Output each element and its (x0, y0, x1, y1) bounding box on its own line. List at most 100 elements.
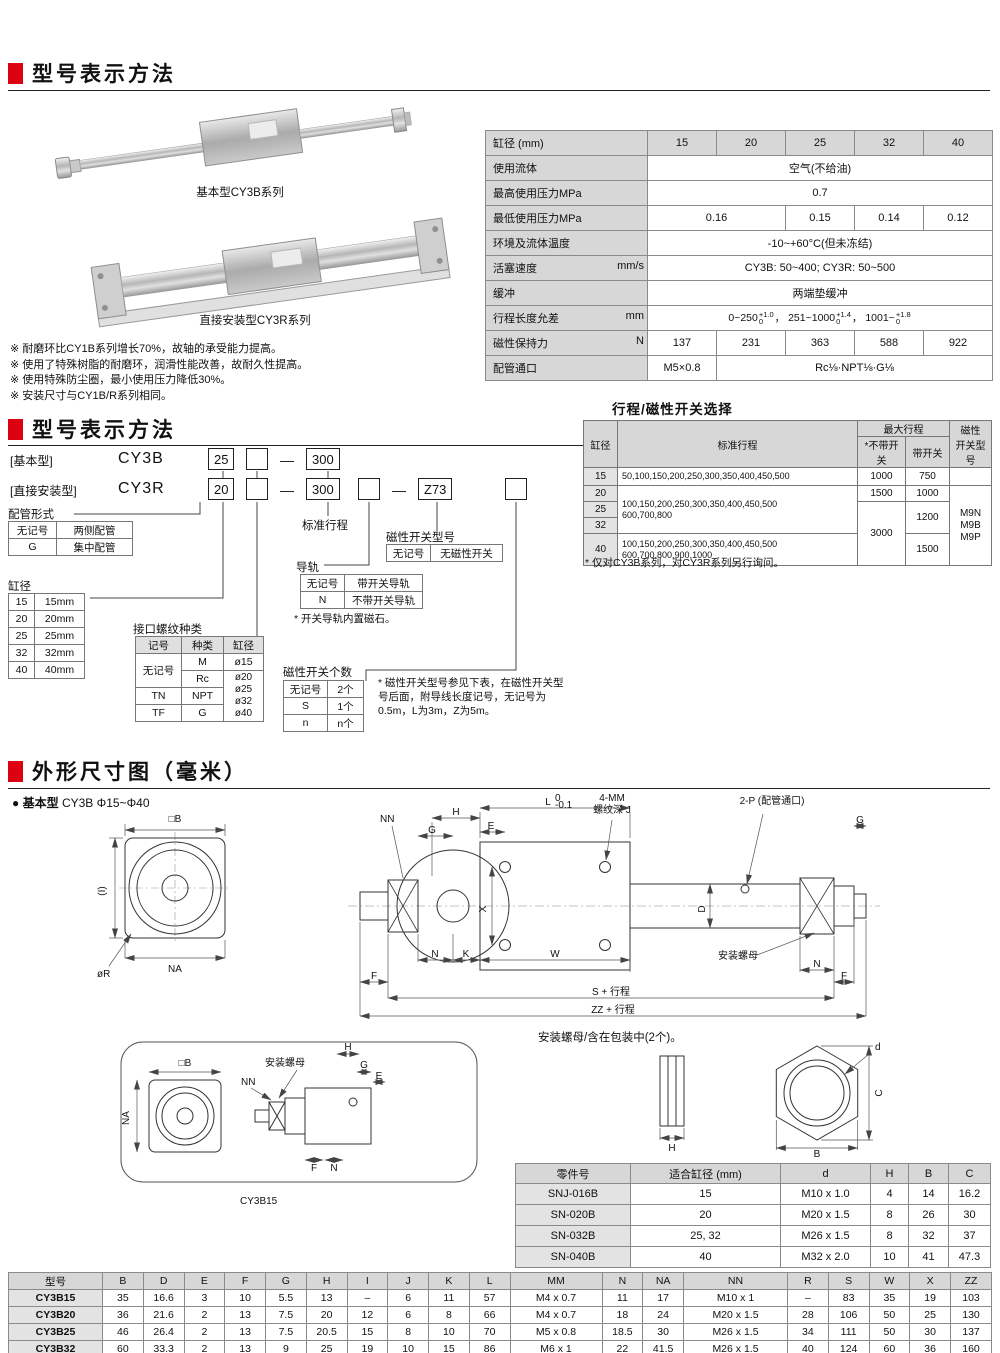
switch-qty-block-title: 磁性开关个数 (283, 667, 352, 679)
spec-row: 缓冲 两端垫缓冲 (485, 280, 993, 306)
table-cell: 40mm (34, 661, 85, 679)
column-header: R (787, 1272, 829, 1290)
table-cell: 12 (346, 1306, 389, 1324)
table-cell: 21.6 (142, 1306, 185, 1324)
piping-block-title: 配管形式 (8, 509, 54, 521)
table-cell: 25, 32 (630, 1225, 781, 1247)
section3-header: 外形尺寸图（毫米） (8, 756, 248, 786)
table-cell: 2个 (327, 680, 364, 698)
model-basic-name: CY3B (118, 450, 164, 467)
table-row: 无记号两侧配管 (8, 521, 133, 539)
table-row: 无记号 M ø15 (135, 653, 264, 688)
table-cell: M32 x 2.0 (780, 1246, 871, 1268)
table-cell: 20mm (34, 610, 85, 628)
column-header: I (346, 1272, 389, 1290)
table-row: TF G (135, 704, 264, 722)
table-cell (949, 467, 992, 486)
table-cell: 4 (870, 1183, 909, 1205)
dim-label-s-stroke: S + 行程 (592, 985, 630, 998)
table-cell: 30 (909, 1323, 951, 1341)
inset-panel (120, 1041, 478, 1183)
table-cell: S (283, 697, 328, 715)
dim-label-g: G (360, 1060, 368, 1071)
front-shapes (124, 837, 226, 939)
table-cell: 35 (102, 1289, 144, 1307)
dim-label-g: G (428, 825, 436, 836)
dim-label-e: E (376, 1071, 383, 1082)
thread-block-title: 接口螺纹种类 (133, 624, 202, 636)
spec-label: 缓冲 (485, 280, 648, 306)
model-basic-tag: [基本型] (10, 454, 53, 468)
table-cell: 28 (787, 1306, 829, 1324)
table-cell: 20 (8, 610, 35, 628)
column-header: K (428, 1272, 470, 1290)
note-line: ※ 耐磨环比CY1B系列增长70%，故轴的承受能力提高。 (10, 343, 283, 355)
spec-label: 配管通口 (485, 355, 648, 381)
table-cell: M5 x 0.8 (509, 1323, 603, 1341)
dim-label-h: H (344, 1042, 351, 1053)
dim-label-na: NA (121, 1111, 132, 1125)
table-cell: 36 (909, 1340, 951, 1353)
dim-label-square-b: □B (169, 814, 182, 825)
table-cell: 8 (870, 1204, 909, 1226)
spec-value: 137 (647, 330, 717, 356)
table-cell: 111 (827, 1323, 870, 1341)
direct-rail-box (358, 478, 380, 500)
dim-label-or: øR (97, 969, 110, 980)
table-cell: 9 (265, 1340, 307, 1353)
table-cell: 无记号 (300, 574, 345, 592)
table-cell: 无记号 (283, 680, 328, 698)
table-cell: 60 (868, 1340, 911, 1353)
table-cell: CY3B32 (8, 1340, 103, 1353)
table-cell: 47.3 (948, 1246, 991, 1268)
dim-label-g: G (856, 815, 864, 826)
dim-label-n: N (813, 959, 820, 970)
nut-cross-lines (387, 877, 835, 935)
dim-label-f: F (841, 971, 847, 982)
table-cell: 50 (868, 1323, 911, 1341)
dim-label-zz-stroke: ZZ + 行程 (591, 1003, 635, 1016)
column-header: MM (509, 1272, 603, 1290)
column-header: 最大行程 (857, 420, 950, 437)
column-header: C (948, 1163, 991, 1184)
dash: — (392, 482, 406, 498)
section2-title: 型号表示方法 (32, 419, 176, 442)
standard-stroke-label: 标准行程 (302, 520, 348, 532)
table-cell: 130 (950, 1306, 992, 1324)
section1-title: 型号表示方法 (32, 63, 176, 86)
table-cell: 106 (827, 1306, 870, 1324)
product-photo-cy3r (82, 183, 463, 338)
table-cell: 13 (305, 1289, 348, 1307)
table-cell: 2 (183, 1306, 226, 1324)
rail-block-title: 导轨 (296, 562, 319, 574)
table-cell: 1000 (857, 467, 906, 486)
table-row: Rc ø20 ø25 ø32 ø40 (136, 670, 264, 722)
table-cell: 20 (305, 1306, 348, 1324)
bore-header-cell: 32 (854, 130, 924, 156)
column-header: d (780, 1163, 871, 1184)
spec-row: 最高使用压力MPa 0.7 (485, 180, 993, 206)
table-row: TN NPT (135, 687, 264, 705)
spec-label: 最高使用压力MPa (485, 180, 648, 206)
table-row: *不带开关 带开关 (584, 436, 992, 468)
table-cell: 70 (468, 1323, 511, 1341)
table-cell: 40 (787, 1340, 829, 1353)
note-line: ※ 安装尺寸与CY1B/R系列相同。 (10, 389, 173, 402)
table-cell: 25 (909, 1306, 951, 1324)
rail-note: * 开关导轨内置磁石。 (294, 613, 396, 625)
table-cell: 40 (630, 1246, 781, 1268)
table-cell: M4 x 0.7 (509, 1306, 603, 1324)
basic-bore-box: 25 (208, 448, 235, 470)
